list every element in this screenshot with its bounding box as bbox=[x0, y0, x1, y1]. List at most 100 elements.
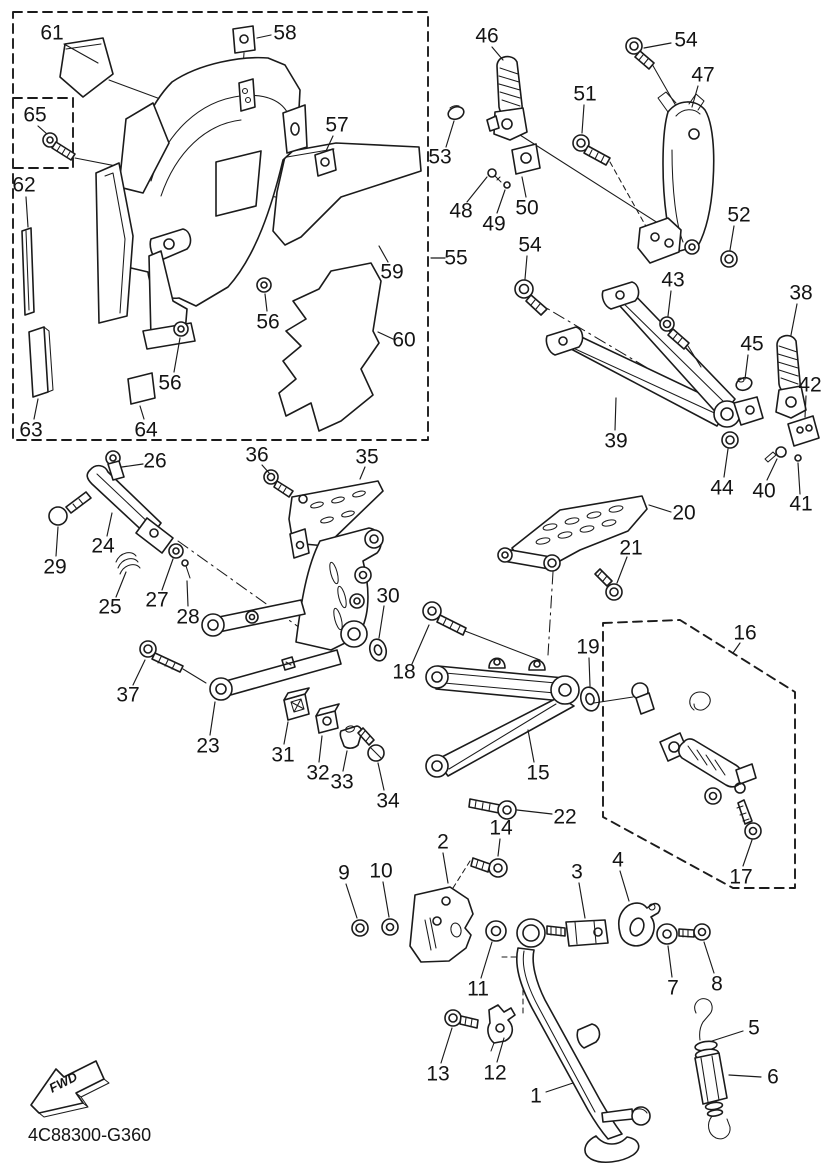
leader-line-16 bbox=[732, 642, 741, 654]
leader-line-53 bbox=[445, 120, 455, 148]
bolt-37-shaft bbox=[151, 652, 184, 673]
drawing-code: 4C88300-G360 bbox=[28, 1125, 151, 1145]
bracket-hole bbox=[745, 405, 755, 415]
leader-line-21 bbox=[616, 556, 628, 584]
fwd-arrow: FWD bbox=[30, 1060, 110, 1118]
bolt-threads bbox=[157, 656, 176, 670]
callout-58: 58 bbox=[273, 22, 296, 45]
plate-eye-hole bbox=[369, 534, 379, 544]
callout-26: 26 bbox=[143, 450, 166, 473]
front-footrest-right-assembly bbox=[447, 37, 738, 268]
callout-46: 46 bbox=[475, 25, 498, 48]
leader-line-46 bbox=[491, 46, 504, 61]
bolt-threads bbox=[277, 484, 287, 494]
arm-23-lower bbox=[221, 649, 342, 697]
callout-34: 34 bbox=[376, 790, 400, 813]
leader-line-2 bbox=[442, 852, 449, 884]
bolt-13-shaft bbox=[459, 1015, 479, 1029]
bolt-22-head bbox=[497, 800, 517, 820]
thread-ticks bbox=[464, 1017, 473, 1027]
callout-25: 25 bbox=[98, 596, 121, 619]
ball-49 bbox=[503, 181, 511, 189]
footrest-group-frame bbox=[602, 619, 796, 889]
plate-hole bbox=[558, 336, 568, 346]
bolt-37-socket bbox=[143, 644, 153, 654]
plate-eye bbox=[364, 529, 384, 549]
bracket-tail bbox=[490, 1042, 495, 1052]
callout-20: 20 bbox=[672, 502, 695, 525]
stay-boss bbox=[497, 547, 513, 563]
leader-line-15 bbox=[527, 729, 535, 763]
callout-45: 45 bbox=[740, 333, 763, 356]
callout-65: 65 bbox=[23, 104, 46, 127]
thread-ticks bbox=[682, 929, 689, 938]
axis-line bbox=[609, 161, 649, 231]
projection-line bbox=[593, 696, 634, 704]
leader-line-6 bbox=[728, 1074, 762, 1078]
leader-line-29 bbox=[55, 526, 59, 557]
leader-line-65 bbox=[37, 125, 48, 135]
leader-line-38 bbox=[790, 303, 798, 336]
bolt-threads bbox=[442, 618, 461, 633]
leader-line-35 bbox=[359, 466, 366, 480]
callout-53: 53 bbox=[428, 146, 451, 169]
rod-contour bbox=[96, 473, 154, 528]
guard-tab bbox=[289, 528, 310, 559]
footrest-clamp bbox=[493, 107, 528, 141]
bolt-36-shaft bbox=[273, 480, 294, 498]
rod-clevis bbox=[135, 517, 174, 554]
holder-hole bbox=[650, 232, 660, 242]
screw-40 bbox=[775, 446, 787, 458]
guard-slot bbox=[608, 505, 624, 513]
guard-slot bbox=[586, 511, 602, 519]
arm-boss-hole bbox=[720, 407, 734, 421]
callout-7: 7 bbox=[667, 977, 679, 1000]
pivot-hole bbox=[358, 570, 368, 580]
fender-arch-2 bbox=[160, 119, 242, 197]
bracket-clevis bbox=[657, 91, 705, 113]
leader-line-41 bbox=[797, 462, 801, 495]
bolt-8-socket bbox=[697, 927, 707, 937]
stay-hole bbox=[501, 551, 509, 559]
hook-stub bbox=[648, 903, 656, 911]
leader-line-64 bbox=[139, 405, 145, 420]
clip-58 bbox=[232, 25, 256, 54]
bolt-54-socket bbox=[518, 283, 530, 295]
inner-stay bbox=[95, 162, 134, 324]
leader-line-57 bbox=[325, 135, 334, 152]
bolt-21-head bbox=[605, 583, 623, 601]
bracket-hole bbox=[688, 128, 700, 140]
callout-1: 1 bbox=[530, 1085, 542, 1108]
damper-63 bbox=[28, 326, 49, 398]
bolt-65-socket bbox=[46, 136, 54, 144]
callout-56: 56 bbox=[158, 372, 181, 395]
bolt-9-socket bbox=[355, 923, 365, 933]
bolt-threads bbox=[474, 800, 491, 812]
spring-coil bbox=[706, 1109, 724, 1117]
plate-slot bbox=[329, 561, 339, 585]
bolt-14-head bbox=[488, 858, 508, 878]
callout-44: 44 bbox=[710, 477, 734, 500]
plate-slot bbox=[337, 585, 347, 609]
leader-line-17 bbox=[742, 839, 753, 867]
leader-line-13 bbox=[440, 1027, 453, 1064]
callout-12: 12 bbox=[483, 1062, 506, 1085]
callout-60: 60 bbox=[392, 329, 415, 352]
footrest-16-assembly bbox=[631, 682, 762, 840]
group-frames bbox=[12, 11, 796, 889]
screw-48 bbox=[487, 168, 497, 178]
leader-line-32 bbox=[318, 735, 323, 763]
callout-29: 29 bbox=[43, 556, 66, 579]
damper-side bbox=[43, 326, 54, 393]
bracket-hole bbox=[495, 1023, 505, 1033]
bolt-8-head bbox=[693, 923, 711, 941]
guard-slot bbox=[331, 496, 345, 504]
leader-line-54 bbox=[524, 255, 528, 280]
bolt-54-socket bbox=[629, 41, 639, 51]
bolt-54-shaft bbox=[634, 50, 655, 70]
collar-face bbox=[345, 725, 355, 733]
callout-41: 41 bbox=[789, 493, 812, 516]
fender-side-tab bbox=[282, 104, 308, 154]
bolt-21-shaft bbox=[594, 568, 613, 587]
callout-10: 10 bbox=[369, 860, 392, 883]
